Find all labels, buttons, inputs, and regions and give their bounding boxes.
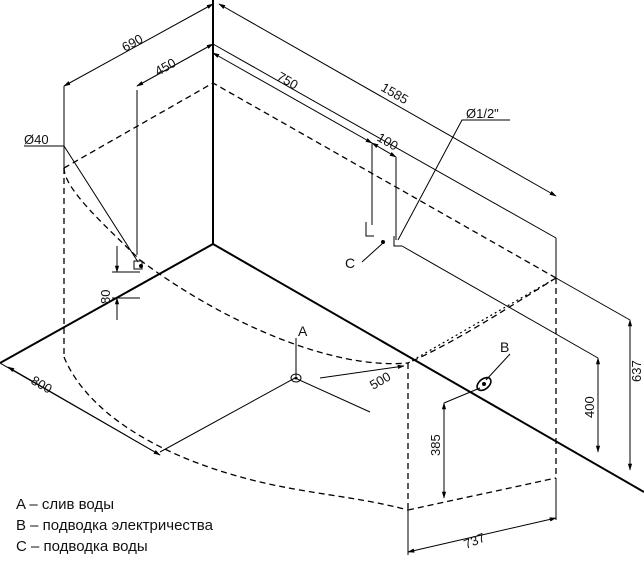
- marker-b: B: [500, 339, 509, 355]
- legend-item-water: C – подводка воды: [16, 538, 148, 555]
- dimension-690: 690: [119, 31, 145, 55]
- marker-a: A: [298, 323, 308, 339]
- legend: A – слив воды B – подводка электричества…: [16, 494, 213, 557]
- leader-lines: [24, 119, 511, 381]
- dimension-385: 385: [428, 434, 443, 456]
- marker-c: C: [345, 255, 355, 271]
- dimension-750: 750: [275, 69, 301, 93]
- dimension-400: 400: [582, 396, 597, 418]
- extension-lines: [0, 0, 631, 555]
- legend-item-drain: A – слив воды: [16, 496, 114, 513]
- connection-points: [133, 222, 492, 392]
- pipe-diameter-label: Ø1/2": [466, 106, 499, 121]
- dimension-500: 500: [367, 369, 393, 393]
- dimension-637: 637: [629, 360, 644, 382]
- dimension-800: 800: [29, 373, 55, 397]
- dimension-737: 737: [462, 530, 488, 552]
- legend-item-electric: B – подводка электричества: [16, 517, 213, 534]
- dimension-80: 80: [98, 290, 113, 304]
- drain-diameter-label: Ø40: [24, 132, 49, 147]
- dimension-1585: 1585: [379, 80, 412, 107]
- dimension-100: 100: [375, 130, 401, 154]
- dimension-lines: [7, 3, 633, 553]
- bathtub-outline: [63, 82, 557, 511]
